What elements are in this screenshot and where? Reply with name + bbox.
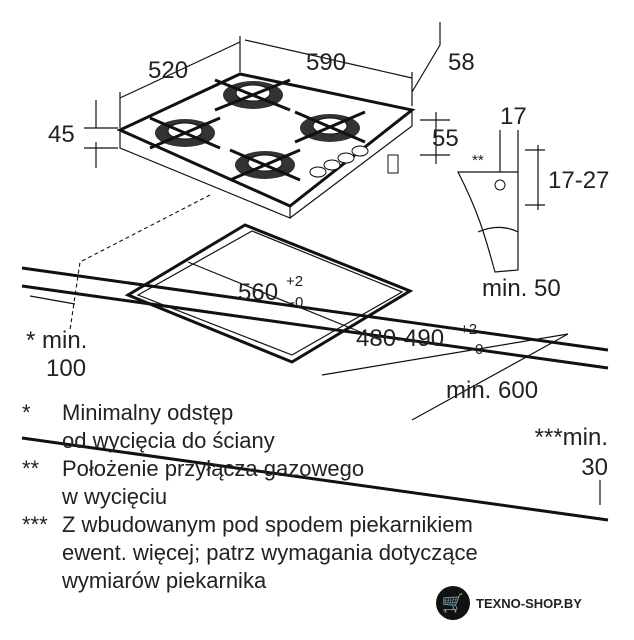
burner-back-left (214, 78, 291, 112)
dim-min-wall-label: min. (42, 327, 87, 354)
dim-connector-height: 17-27 (548, 167, 609, 194)
watermark-brand: TEXNO-SHOP.BY (476, 595, 582, 611)
footnote-oven: *** Z wbudowanym pod spodem piekarnikiem (22, 511, 612, 539)
footnotes: * Minimalny odstęp od wycięcia do ściany… (22, 399, 612, 595)
footnote-mark: * (22, 400, 31, 425)
dim-cutout-depth-tol-lower: -0 (470, 341, 483, 358)
footnote-gas-connector: ** Położenie przyłącza gazowego (22, 455, 612, 483)
footnote-oven-cont: ewent. więcej; patrz wymagania dotyczące (22, 539, 612, 567)
footnote-wall-distance: * Minimalny odstęp (22, 399, 612, 427)
dim-min-below-value: 30 (581, 454, 608, 481)
burner-front-right (229, 148, 301, 182)
footnote-text: w wycięciu (62, 484, 168, 509)
worktop-cutout (124, 223, 414, 364)
dim-cutout-width-tol-lower: -0 (290, 294, 303, 311)
footnote-text: wymiarów piekarnika (62, 568, 267, 593)
worktop (21, 266, 609, 522)
footnote-text: Minimalny odstęp (62, 400, 234, 425)
footnote-wall-distance-cont: od wycięcia do ściany (22, 427, 612, 455)
footnote-mark: ** (22, 456, 40, 481)
dimension-lines (29, 22, 601, 505)
footnote-text: od wycięcia do ściany (62, 428, 275, 453)
footnote-text: Z wbudowanym pod spodem piekarnikiem (62, 512, 473, 537)
dim-cutout-depth-tol-upper: +2 (460, 321, 477, 338)
control-knobs (309, 145, 369, 178)
burner-front-left (149, 116, 221, 150)
dim-cutout-width-tol-upper: +2 (286, 273, 303, 290)
dim-min-front: min. 50 (482, 275, 561, 302)
dim-min-wall-mark: * (26, 327, 35, 354)
dim-cutout-width: 560 (238, 279, 278, 306)
dim-hob-thickness: 45 (48, 121, 75, 148)
dim-side-height: 55 (432, 125, 459, 152)
dim-hob-width: 590 (306, 49, 346, 76)
dim-cutout-depth: 480-490 (356, 325, 444, 352)
footnote-gas-connector-cont: w wycięciu (22, 483, 612, 511)
connector-note-mark: ** (472, 152, 484, 169)
footnote-text: Położenie przyłącza gazowego (62, 456, 365, 481)
footnote-mark: *** (22, 512, 48, 537)
burner-back-right (294, 110, 366, 144)
watermark-badge: 🛒 TEXNO-SHOP.BY (436, 586, 582, 620)
hidden-edge (69, 194, 211, 331)
footnote-text: ewent. więcej; patrz wymagania dotyczące (62, 540, 478, 565)
footnote-oven-cont2: wymiarów piekarnika (22, 567, 612, 595)
dim-min-depth: min. 600 (446, 377, 538, 404)
cart-icon: 🛒 (436, 586, 470, 620)
hob-plate (116, 72, 416, 219)
dim-min-below-label: ***min. (534, 424, 608, 451)
dim-min-wall-value: 100 (46, 355, 86, 382)
dim-connector-offset: 17 (500, 103, 527, 130)
dim-hob-depth: 520 (148, 57, 188, 84)
gas-connector (387, 154, 399, 174)
connector-profile (457, 130, 545, 273)
dim-knob-offset: 58 (448, 49, 475, 76)
